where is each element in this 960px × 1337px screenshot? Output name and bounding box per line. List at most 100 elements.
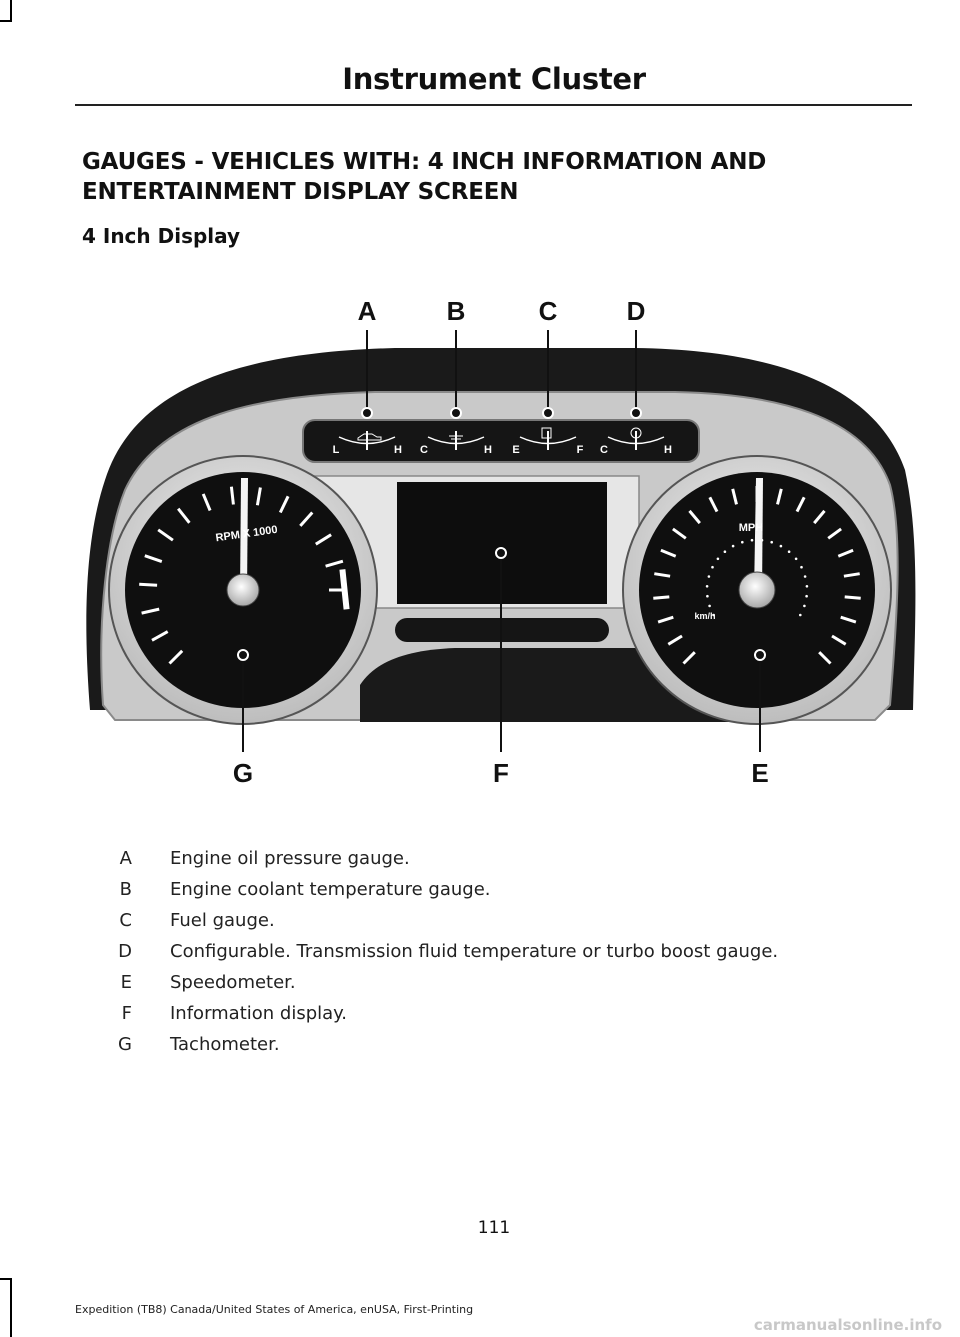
instrument-cluster-illustration: A B C D E F G L H C H — [86, 296, 916, 788]
dial-tick — [144, 554, 163, 564]
metric-dot — [779, 544, 783, 548]
dial-tick — [177, 507, 191, 524]
fuel-full-label: F — [577, 444, 584, 456]
legend-item: B Engine coolant temperature gauge. — [82, 879, 902, 910]
tachometer-bar — [339, 569, 350, 610]
legend-text: Speedometer. — [170, 972, 296, 993]
metric-dot — [706, 594, 709, 598]
metric-dot — [805, 594, 808, 598]
callout-label-e: E — [751, 758, 768, 788]
callout-label-b: B — [447, 296, 466, 326]
dial-tick — [168, 649, 184, 665]
dial-tick — [688, 509, 701, 525]
crop-mark — [0, 1278, 12, 1280]
dial-tick — [827, 527, 842, 540]
legend-item: A Engine oil pressure gauge. — [82, 848, 902, 879]
oil-can-icon — [357, 433, 382, 441]
metric-dot — [708, 604, 711, 608]
dial-tick — [654, 572, 671, 578]
legend-item: E Speedometer. — [82, 972, 902, 1003]
legend-letter: G — [118, 1034, 132, 1055]
dial-tick — [818, 651, 832, 665]
metric-dot — [750, 538, 754, 542]
metric-dot — [787, 550, 791, 553]
metric-dot — [794, 557, 798, 561]
metric-dot — [803, 604, 806, 608]
callout-label-f: F — [493, 758, 509, 788]
dial-tick — [667, 634, 683, 646]
speedometer-ticks — [653, 486, 861, 665]
dial-tick — [255, 487, 262, 506]
legend-text: Information display. — [170, 1003, 347, 1024]
metric-dot — [803, 575, 807, 578]
legend-item: G Tachometer. — [82, 1034, 902, 1065]
legend-text: Tachometer. — [170, 1034, 280, 1055]
speedometer-unit-label: MPH — [739, 522, 764, 534]
legend-text: Fuel gauge. — [170, 910, 275, 931]
dial-tick — [278, 495, 290, 514]
legend-list: A Engine oil pressure gauge. B Engine co… — [82, 848, 902, 1065]
callout-dot-f — [495, 547, 507, 559]
metric-dot — [711, 565, 714, 569]
dial-tick — [157, 528, 174, 542]
metric-dot — [716, 557, 720, 561]
tachometer — [108, 455, 378, 725]
metric-dot — [707, 575, 711, 578]
dial-tick — [660, 548, 677, 558]
dial-tick — [201, 493, 212, 512]
trans-cold-label: C — [600, 444, 608, 456]
legend-letter: B — [119, 879, 132, 900]
legend-item: C Fuel gauge. — [82, 910, 902, 941]
legend-text: Engine coolant temperature gauge. — [170, 879, 491, 900]
legend-letter: C — [119, 910, 132, 931]
speedometer — [622, 455, 892, 725]
dial-tick — [229, 486, 235, 505]
legend-text: Configurable. Transmission fluid tempera… — [170, 941, 779, 962]
metric-dot — [799, 613, 802, 617]
dial-tick — [795, 496, 806, 513]
dial-tick — [325, 559, 344, 568]
header-divider — [75, 104, 912, 106]
metric-dot — [723, 550, 727, 553]
legend-letter: A — [119, 848, 132, 869]
callout-label-c: C — [539, 296, 558, 326]
fuel-pump-icon — [541, 427, 552, 439]
dial-tick — [844, 595, 861, 600]
metric-dot — [712, 613, 715, 617]
thermometer-icon — [449, 435, 463, 440]
page-title: Instrument Cluster — [342, 62, 646, 96]
callout-dot-a — [361, 407, 373, 419]
metric-dot — [800, 565, 803, 569]
callout-dot-d — [630, 407, 642, 419]
transmission-temp-gauge: C H — [600, 427, 672, 456]
callout-dot-b — [450, 407, 462, 419]
oil-pressure-gauge: L H — [333, 431, 402, 456]
legend-text: Engine oil pressure gauge. — [170, 848, 410, 869]
dial-tick — [708, 496, 719, 513]
instrument-cluster-figure: A B C D E F G L H C H — [75, 290, 925, 800]
callout-label-a: A — [358, 296, 377, 326]
watermark: carmanualsonline.info — [753, 1316, 942, 1334]
callout-dot-e — [754, 649, 766, 661]
dial-tick — [837, 548, 854, 558]
dial-tick — [776, 488, 783, 505]
coolant-temp-gauge: C H — [420, 431, 492, 456]
legend-letter: D — [118, 941, 132, 962]
dial-tick — [672, 527, 687, 540]
metric-dot — [731, 544, 735, 548]
metric-dot — [741, 540, 744, 544]
dial-tick — [139, 582, 158, 587]
crop-mark — [10, 1278, 12, 1337]
oil-high-label: H — [394, 444, 402, 456]
small-gauge-strip — [302, 419, 700, 463]
fuel-gauge: E F — [512, 427, 584, 456]
speedometer-metric-label: km/h — [694, 611, 715, 621]
dial-tick — [653, 595, 670, 600]
callout-label-g: G — [233, 758, 253, 788]
crop-mark — [0, 20, 12, 22]
dial-tick — [682, 651, 696, 665]
dial-tick — [813, 509, 826, 525]
dial-tick — [141, 607, 160, 615]
section-subheading: 4 Inch Display — [82, 224, 241, 248]
callout-dot-c — [542, 407, 554, 419]
